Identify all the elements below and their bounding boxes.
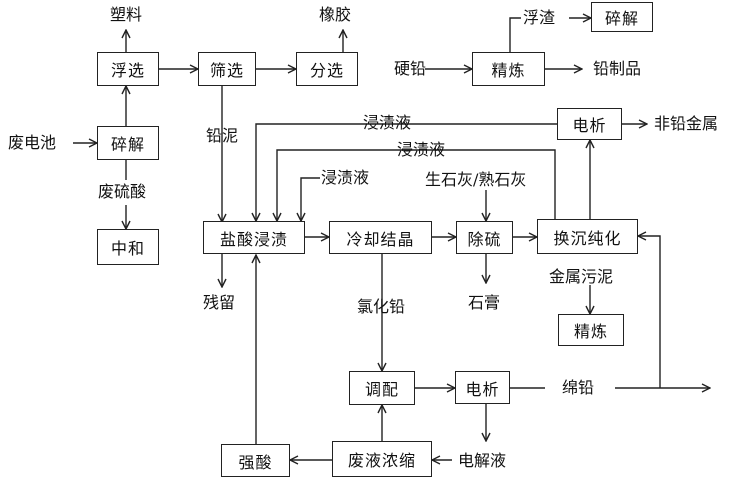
refine-box-2: 精炼 bbox=[558, 314, 624, 346]
metal-sludge-label: 金属污泥 bbox=[549, 267, 614, 286]
crush-box-1: 碎解 bbox=[97, 126, 159, 160]
exchange-box: 换沉纯化 bbox=[537, 219, 638, 254]
lead-chloride-label: 氯化铅 bbox=[357, 297, 406, 316]
plastic-label: 塑料 bbox=[110, 5, 143, 24]
gypsum-label: 石膏 bbox=[468, 293, 501, 312]
crush-box-2: 碎解 bbox=[591, 2, 653, 32]
waste-acid-label: 废硫酸 bbox=[98, 182, 147, 201]
lead-mud-label: 铅泥 bbox=[206, 126, 239, 145]
sponge-lead-label: 绵铅 bbox=[562, 378, 595, 397]
leach-box: 盐酸浸渍 bbox=[203, 221, 305, 254]
leach-liquid-label-3: 浸渍液 bbox=[321, 168, 370, 187]
nonlead-metal-label: 非铅金属 bbox=[654, 114, 719, 133]
lead-products-label: 铅制品 bbox=[593, 59, 642, 78]
leach-liquid-label-1: 浸渍液 bbox=[363, 113, 412, 132]
concentrate-box: 废液浓缩 bbox=[332, 441, 432, 477]
waste-battery-label: 废电池 bbox=[8, 133, 57, 152]
residue-label: 残留 bbox=[203, 293, 236, 312]
blend-box: 调配 bbox=[349, 371, 415, 405]
sort-box: 分选 bbox=[296, 52, 358, 86]
lime-label: 生石灰/熟石灰 bbox=[425, 170, 527, 189]
refine-box-1: 精炼 bbox=[472, 52, 545, 86]
float-box: 浮选 bbox=[97, 52, 159, 86]
scum-label: 浮渣 bbox=[523, 8, 556, 27]
hard-lead-label: 硬铅 bbox=[394, 59, 427, 78]
electro-box-2: 电析 bbox=[455, 371, 510, 404]
electrolyte-label: 电解液 bbox=[458, 451, 507, 470]
rubber-label: 橡胶 bbox=[319, 5, 352, 24]
desulf-box: 除硫 bbox=[456, 221, 513, 254]
cool-box: 冷却结晶 bbox=[329, 221, 432, 254]
neutral-box: 中和 bbox=[97, 229, 159, 265]
screen-box: 筛选 bbox=[198, 52, 256, 86]
strong-acid-box: 强酸 bbox=[221, 444, 290, 477]
leach-liquid-label-2: 浸渍液 bbox=[397, 140, 446, 159]
electro-box-1: 电析 bbox=[557, 108, 622, 140]
